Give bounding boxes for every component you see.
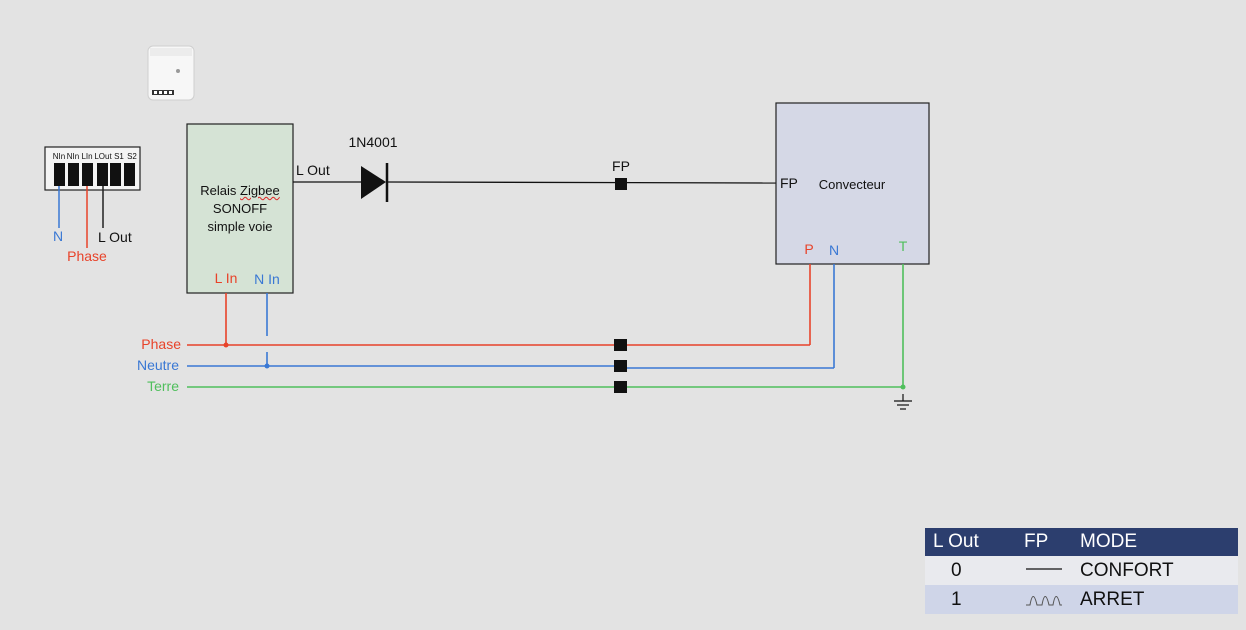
- neutral-bus: Neutre: [137, 264, 835, 373]
- mode-table-header: L Out FP MODE: [925, 528, 1238, 556]
- relay-module: L In N In L Out: [186, 123, 330, 294]
- terminal-label-nin-1: NIn: [53, 152, 65, 161]
- flat-line-icon: [1016, 556, 1072, 585]
- terminal-lout-label: L Out: [98, 229, 132, 245]
- table-row: 0 CONFORT: [925, 556, 1238, 585]
- relay-nin-label: N In: [254, 271, 280, 287]
- sonoff-device-image: [147, 45, 195, 101]
- bus-phase-label: Phase: [141, 336, 181, 352]
- fp-signal-line: 1N4001 FP: [293, 134, 777, 202]
- mode-row-lout: 1: [925, 585, 1016, 614]
- fp-junction-label: FP: [612, 158, 630, 174]
- mode-row-mode: ARRET: [1072, 585, 1238, 614]
- terminal-n-label: N: [53, 228, 63, 244]
- earth-junction-square: [614, 381, 627, 393]
- convector-t-label: T: [899, 238, 908, 254]
- relay-title-line-2: SONOFF: [212, 201, 268, 216]
- convector-box: Convecteur FP P N T: [775, 102, 930, 265]
- mode-table-header-fp: FP: [1016, 528, 1072, 556]
- mode-table-header-lout: L Out: [925, 528, 1016, 556]
- convector-p-label: P: [804, 241, 813, 257]
- diode-symbol: [361, 166, 386, 199]
- diode-label: 1N4001: [348, 134, 397, 150]
- phase-junction-square: [614, 339, 627, 351]
- table-row: 1 ARRET: [925, 585, 1238, 614]
- relay-title-line-3: simple voie: [207, 219, 273, 234]
- relay-title: Relais Zigbee SONOFF simple voie: [187, 182, 293, 236]
- neutral-junction-square: [614, 360, 627, 372]
- convector-n-label: N: [829, 242, 839, 258]
- relay-lin-label: L In: [215, 270, 238, 286]
- fp-junction-square: [615, 178, 627, 190]
- terminal-label-s2: S2: [127, 152, 137, 161]
- terminal-label-nin-2: NIn: [67, 152, 79, 161]
- convector-title: Convecteur: [819, 177, 886, 192]
- bus-terre-label: Terre: [147, 378, 179, 394]
- earth-bus: Terre: [147, 264, 906, 394]
- ground-icon: [894, 394, 912, 410]
- terminal-block: NIn NIn LIn LOut S1 S2 N L Out Phase: [44, 146, 141, 264]
- relay-lout-label: L Out: [296, 162, 330, 178]
- mode-row-lout: 0: [925, 556, 1016, 585]
- terminal-label-lout: LOut: [94, 152, 112, 161]
- phase-bus: Phase: [141, 264, 811, 352]
- mode-table: L Out FP MODE 0 CONFORT 1 ARRET: [925, 528, 1238, 614]
- terminal-label-s1: S1: [114, 152, 124, 161]
- bus-neutre-label: Neutre: [137, 357, 179, 373]
- relay-title-word-2: Zigbee: [240, 183, 280, 198]
- terminal-label-lin: LIn: [81, 152, 92, 161]
- convector-fp-label: FP: [780, 175, 798, 191]
- terminal-phase-label: Phase: [67, 248, 107, 264]
- mode-table-header-mode: MODE: [1072, 528, 1238, 556]
- relay-title-word-1: Relais: [200, 183, 237, 198]
- half-wave-pulse-icon: [1016, 585, 1072, 614]
- mode-row-mode: CONFORT: [1072, 556, 1238, 585]
